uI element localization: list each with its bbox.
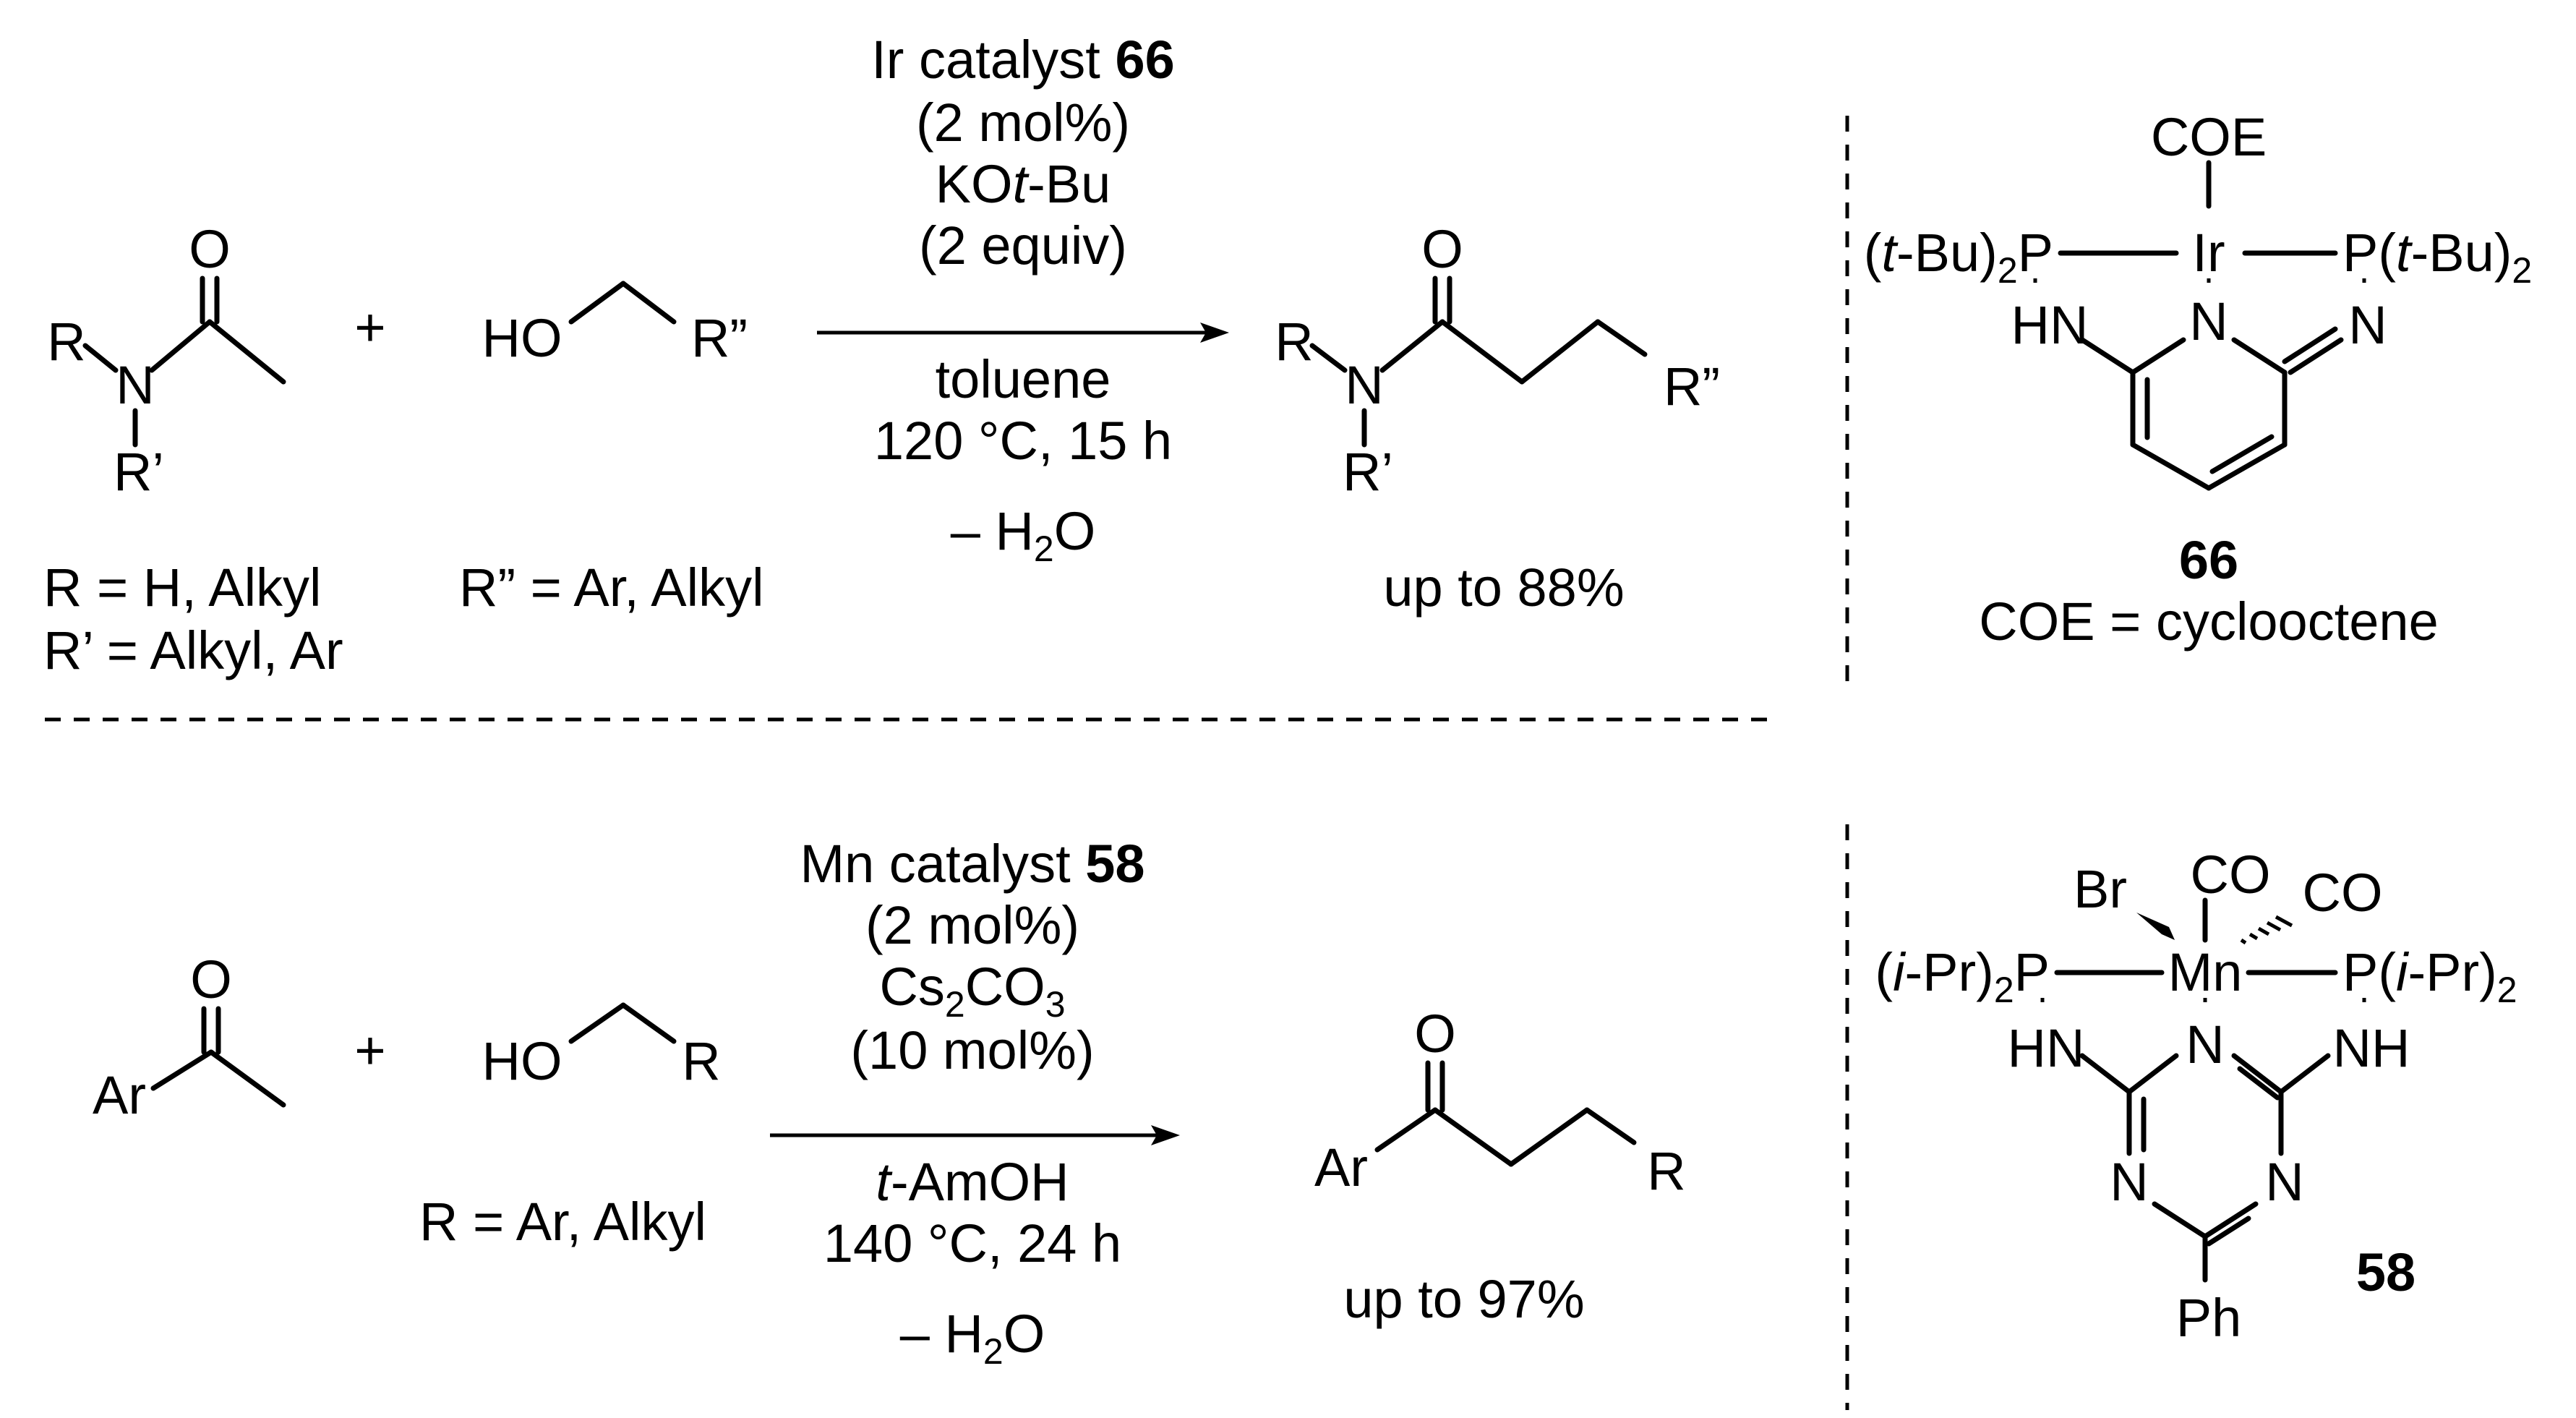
alcohol-r-label-bottom: R	[682, 1031, 720, 1091]
imine-n-label: N	[2348, 295, 2387, 355]
product-ar-label: Ar	[1314, 1137, 1368, 1197]
alcohol-reactant-top: HO R”	[482, 281, 748, 368]
triazine-n-right-label: N	[2265, 1152, 2303, 1212]
left-phosphine-label: (t-Bu)2P	[1864, 223, 2053, 291]
base-condition-top: KOt-Bu	[936, 154, 1111, 214]
catalyst-loading-bottom: (2 mol%)	[865, 895, 1079, 955]
water-loss-top: – H2O	[951, 501, 1096, 569]
top-reaction: R N O R’ R = H, Alkyl R’ = Alkyl, Ar + H…	[43, 30, 1720, 680]
product-o-label: O	[1421, 219, 1463, 279]
bottom-reaction: Ar O + HO R R = Ar, Alkyl Mn catalyst 58…	[93, 834, 1686, 1372]
base-condition-bottom: Cs2CO3	[879, 957, 1065, 1025]
product-r2-label: R”	[1664, 356, 1720, 417]
coe-legend: COE = cyclooctene	[1979, 591, 2438, 652]
product-n-label: N	[1345, 355, 1383, 415]
hn-left-label: HN	[2011, 295, 2089, 355]
temperature-time-bottom: 140 °C, 24 h	[823, 1213, 1121, 1273]
product-r1-label: R’	[1343, 442, 1393, 502]
phenyl-label: Ph	[2176, 1288, 2242, 1348]
catalyst-58-number: 58	[2356, 1242, 2415, 1302]
yield-bottom: up to 97%	[1343, 1269, 1584, 1329]
plus-sign-top: +	[354, 297, 385, 357]
amide-r1-label: R’	[114, 442, 164, 502]
water-loss-bottom: – H2O	[900, 1304, 1045, 1372]
alcohol-r-definition-bottom: R = Ar, Alkyl	[419, 1192, 706, 1252]
amide-reactant: R N O R’	[47, 219, 286, 502]
product-o-label-bottom: O	[1414, 1004, 1456, 1064]
amide-r-label: R	[47, 312, 85, 372]
catalyst-66-number: 66	[2179, 530, 2238, 590]
right-phosphine-label: P(t-Bu)2	[2342, 223, 2532, 291]
reaction-arrow-bottom	[770, 1125, 1180, 1145]
hn-left-label-58: HN	[2008, 1018, 2085, 1078]
pyridine-n-label: N	[2189, 291, 2228, 351]
product-r-label-bottom: R	[1647, 1141, 1685, 1201]
amide-o-label: O	[189, 219, 231, 279]
ketone-o-label: O	[190, 949, 232, 1009]
alcohol-ho-label: HO	[482, 308, 562, 368]
alcohol-r2-label: R”	[691, 308, 748, 368]
product-r-label: R	[1275, 312, 1313, 372]
manganese-label: Mn	[2168, 942, 2243, 1002]
catalyst-66-structure: COE Ir (t-Bu)2P P(t-Bu)2 HN N N 66 COE =…	[1864, 107, 2532, 652]
triazine-n-left-label: N	[2110, 1152, 2148, 1212]
hashed-wedge-bond	[2240, 915, 2293, 945]
catalyst-58-structure: Br CO CO Mn (i-Pr)2P P(i-Pr)2 HN N NH N	[1875, 845, 2517, 1348]
left-phosphine-label-58: (i-Pr)2P	[1875, 942, 2050, 1010]
bromide-label: Br	[2074, 859, 2127, 919]
ketone-ar-label: Ar	[93, 1065, 146, 1125]
alcohol-ho-label-bottom: HO	[482, 1031, 562, 1091]
temperature-time-top: 120 °C, 15 h	[874, 411, 1172, 471]
yield-top: up to 88%	[1383, 558, 1624, 618]
amide-product: R N O R’ R”	[1275, 219, 1720, 502]
triazine-n-top-label: N	[2186, 1015, 2224, 1075]
amide-r-definition: R = H, Alkyl	[43, 558, 322, 618]
plus-sign-bottom: +	[354, 1020, 385, 1080]
ketone-product: Ar O R	[1314, 1004, 1686, 1201]
reaction-arrow-top	[817, 323, 1229, 343]
coe-ligand-label: COE	[2151, 107, 2267, 167]
carbonyl-2-label: CO	[2303, 863, 2383, 923]
catalyst-loading-top: (2 mol%)	[916, 93, 1130, 153]
carbonyl-1-label: CO	[2191, 845, 2271, 905]
ketone-reactant: Ar O	[93, 949, 286, 1125]
amide-r1-definition: R’ = Alkyl, Ar	[43, 620, 343, 680]
amide-n-label: N	[116, 355, 154, 415]
alcohol-reactant-bottom: HO R	[482, 1002, 721, 1091]
iridium-label: Ir	[2192, 223, 2225, 283]
catalyst-condition-top: Ir catalyst 66	[871, 30, 1175, 90]
alcohol-r2-definition: R” = Ar, Alkyl	[459, 558, 764, 618]
base-loading-bottom: (10 mol%)	[850, 1020, 1094, 1080]
solvent-bottom: t-AmOH	[876, 1152, 1069, 1212]
catalyst-condition-bottom: Mn catalyst 58	[800, 834, 1144, 894]
base-equiv-top: (2 equiv)	[919, 215, 1127, 276]
solvent-top: toluene	[936, 349, 1111, 409]
nh-right-label-58: NH	[2333, 1018, 2410, 1078]
right-phosphine-label-58: P(i-Pr)2	[2342, 942, 2517, 1010]
